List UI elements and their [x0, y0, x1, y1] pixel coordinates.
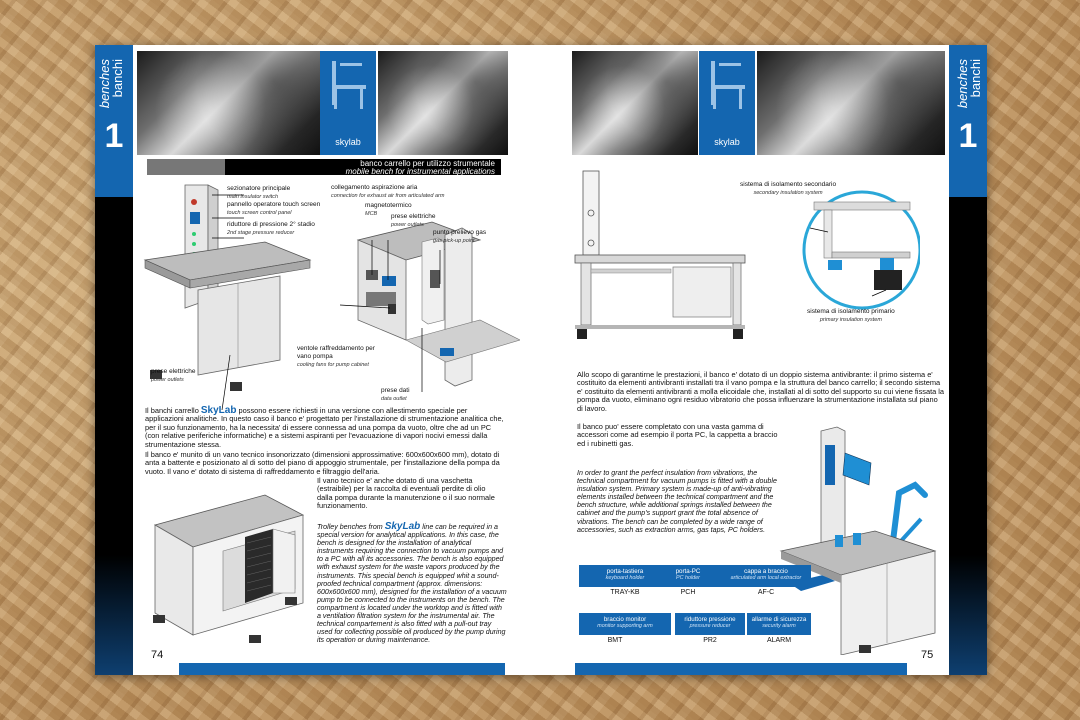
hands-test-tube-photo: [757, 51, 945, 155]
code-pr2: PR2: [703, 637, 717, 644]
skylab-tag-right: skylab: [714, 137, 740, 147]
page-number-left: 74: [151, 649, 164, 661]
left-footer-bar: [179, 663, 505, 675]
glove-detail-photo: [378, 51, 508, 155]
section-number: 1: [104, 117, 124, 155]
left-section-tab: banchi benches 1: [95, 45, 133, 675]
code-alarm: ALARM: [766, 637, 792, 644]
section-word-en-right: benches: [955, 59, 970, 109]
left-paragraph-1: Il banchi carrello SkyLab possono essere…: [145, 405, 504, 449]
skylab-brand-en: SkyLab: [384, 521, 421, 532]
right-section-tab: banchi benches 1: [949, 45, 987, 675]
side-elevation-drawing: [574, 170, 746, 339]
code-bmt: BMT: [607, 637, 623, 644]
heading-english: mobile bench for instrumental applicatio…: [345, 167, 495, 176]
heading-italian: banco carrello per utilizzo strumentale: [360, 159, 495, 168]
section-word-en: benches: [97, 59, 112, 109]
code-tray-kb: TRAY-KB: [610, 589, 640, 596]
accessory-bench-illustration: [777, 426, 937, 655]
section-word-it-right: banchi: [968, 59, 983, 98]
catalog-spread: banchi benches 1 skylab banco carrello p…: [95, 45, 987, 675]
right-english-paragraph: In order to grant the perfect insulation…: [577, 469, 777, 534]
skylab-brand: SkyLab: [200, 405, 237, 416]
right-paragraph-2: Il banco puo' essere completato con una …: [577, 422, 778, 448]
page-number-right: 75: [921, 649, 934, 661]
left-bench-illustration: [143, 184, 520, 410]
gloved-hands-photo: [137, 51, 320, 155]
bench-silhouette-icon-right: [711, 61, 745, 109]
pipette-photo: [572, 51, 698, 155]
right-paragraph-1: Allo scopo di garantirne le prestazioni,…: [577, 370, 945, 413]
pump-cabinet-illustration: [153, 494, 305, 643]
bench-silhouette-icon: [332, 61, 366, 109]
left-paragraph-3: Il vano tecnico e' anche dotato di una v…: [317, 476, 495, 511]
code-pch: PCH: [680, 589, 696, 596]
left-paragraph-2: Il banco e' munito di un vano tecnico in…: [145, 450, 500, 476]
insulation-detail-drawing: [802, 190, 920, 310]
skylab-tag: skylab: [335, 137, 361, 147]
left-english-paragraph: Trolley benches from SkyLab line can be …: [317, 521, 507, 645]
left-page-heading: banco carrello per utilizzo strumentale …: [147, 159, 501, 176]
skylab-logo-tile-right: skylab: [699, 51, 755, 155]
section-word-it: banchi: [110, 59, 125, 98]
section-number-right: 1: [958, 117, 978, 155]
code-af-c: AF-C: [757, 589, 775, 596]
skylab-logo-tile: skylab: [320, 51, 376, 155]
right-footer-bar: [575, 663, 907, 675]
